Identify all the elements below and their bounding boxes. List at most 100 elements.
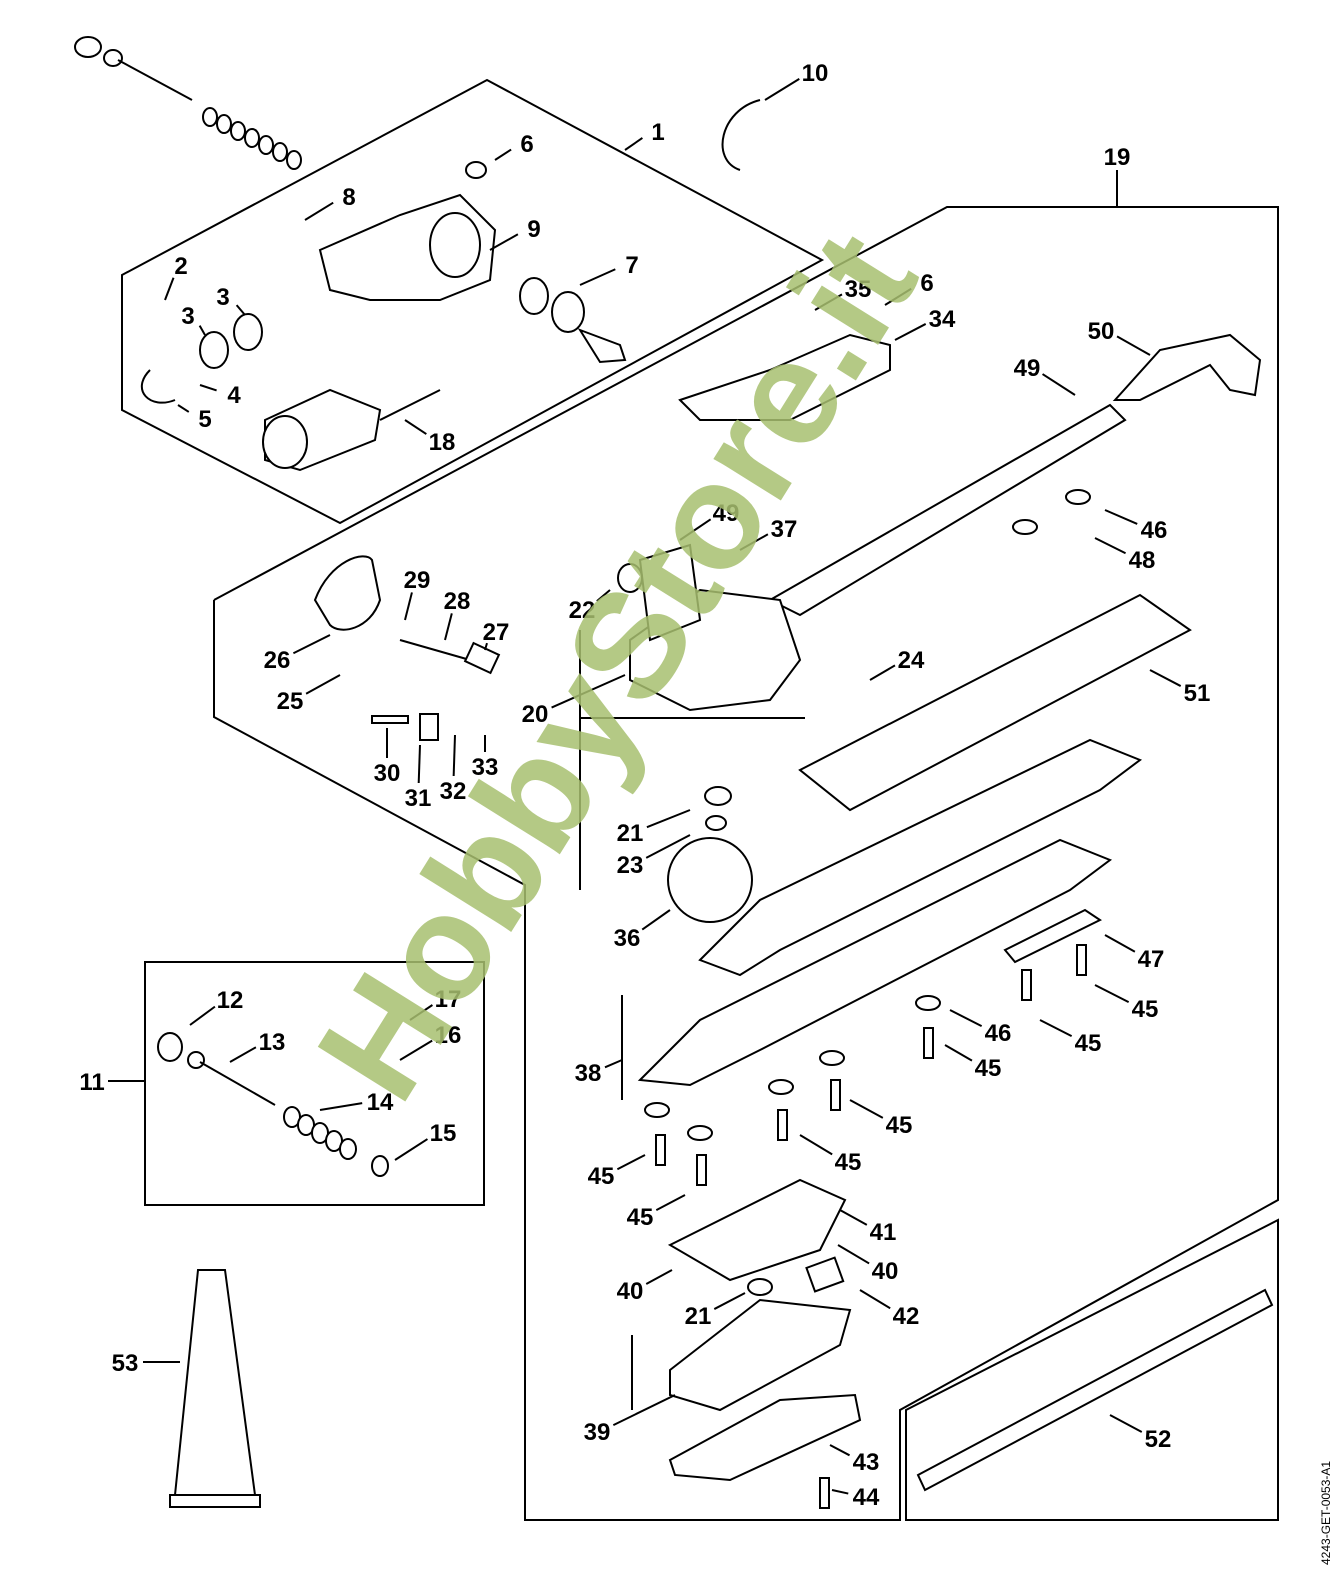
leader-line (624, 137, 643, 151)
leader-line (679, 518, 712, 541)
drawing-code: 4243-GET-0053-A1 (1319, 1461, 1333, 1565)
callout-21: 21 (685, 1303, 712, 1330)
leader-line (859, 1289, 891, 1310)
leader-line (305, 674, 341, 695)
callout-1: 1 (651, 119, 664, 146)
callout-49: 49 (713, 500, 740, 527)
cover-plate (668, 1393, 862, 1482)
callout-47: 47 (1138, 946, 1165, 973)
leader-line (494, 148, 512, 161)
callout-29: 29 (404, 567, 431, 594)
callout-20: 20 (522, 701, 549, 728)
leader-line (394, 1138, 428, 1161)
leader-line (1039, 1019, 1073, 1038)
leader-line (612, 1394, 676, 1427)
callout-52: 52 (1145, 1426, 1172, 1453)
leader-line (404, 592, 413, 621)
callout-36: 36 (614, 925, 641, 952)
frame-kit-11 (144, 961, 485, 1206)
callout-42: 42 (893, 1303, 920, 1330)
callout-28: 28 (444, 588, 471, 615)
leader-line (641, 909, 671, 931)
callout-49: 49 (1014, 355, 1041, 382)
callout-45: 45 (1132, 996, 1159, 1023)
frame-gear-head-1 (121, 78, 825, 525)
leader-line (839, 1209, 868, 1226)
callout-40: 40 (872, 1258, 899, 1285)
callout-25: 25 (277, 688, 304, 715)
leader-line (849, 1099, 884, 1119)
gasket (667, 1178, 847, 1282)
callout-15: 15 (430, 1120, 457, 1147)
callout-21: 21 (617, 820, 644, 847)
callout-27: 27 (483, 619, 510, 646)
callout-44: 44 (853, 1484, 880, 1511)
callout-45: 45 (975, 1055, 1002, 1082)
leader-line (1109, 1414, 1143, 1433)
leader-line (646, 809, 691, 829)
callout-35: 35 (845, 276, 872, 303)
leader-line (319, 1102, 363, 1111)
callout-40: 40 (617, 1278, 644, 1305)
grease-tube (173, 1269, 257, 1496)
leader-line (229, 1046, 257, 1063)
leader-line (1042, 373, 1076, 396)
leader-line (1094, 984, 1130, 1004)
leader-line (551, 674, 626, 709)
leader-line (1104, 934, 1136, 953)
callout-6: 6 (520, 131, 533, 158)
frame-hedge-trimmer-19 (213, 206, 1279, 1521)
leader-line (894, 323, 927, 341)
callout-50: 50 (1088, 318, 1115, 345)
callout-46: 46 (985, 1020, 1012, 1047)
callout-19: 19 (1104, 144, 1131, 171)
callout-14: 14 (367, 1089, 394, 1116)
washer-stack (202, 107, 302, 170)
callout-45: 45 (588, 1163, 615, 1190)
loop-handle (678, 333, 891, 421)
cutter-blade-upper (698, 738, 1143, 977)
callout-33: 33 (472, 754, 499, 781)
callout-18: 18 (429, 429, 456, 456)
leader-line (604, 1059, 623, 1069)
callout-5: 5 (198, 406, 211, 433)
callout-17: 17 (435, 986, 462, 1013)
callout-31: 31 (405, 785, 432, 812)
leader-line (164, 277, 175, 301)
leader-line (645, 1269, 673, 1285)
callout-45: 45 (1075, 1030, 1102, 1057)
leader-line (1094, 537, 1127, 555)
leader-line (837, 1244, 870, 1265)
callout-22: 22 (569, 597, 596, 624)
callout-45: 45 (627, 1204, 654, 1231)
callout-10: 10 (802, 60, 829, 87)
callout-45: 45 (886, 1112, 913, 1139)
callout-24: 24 (898, 647, 925, 674)
cutter-blade-lower (637, 838, 1113, 1087)
parts (74, 36, 1274, 1509)
leader-line (409, 1004, 433, 1021)
leader-line (489, 233, 519, 251)
leader-line (292, 634, 331, 655)
callout-48: 48 (1129, 547, 1156, 574)
callout-41: 41 (870, 1219, 897, 1246)
callout-51: 51 (1184, 680, 1211, 707)
callout-53: 53 (112, 1350, 139, 1377)
callout-46: 46 (1141, 517, 1168, 544)
leader-line (177, 404, 190, 413)
rear-handle (1112, 333, 1262, 401)
callout-12: 12 (217, 987, 244, 1014)
callout-26: 26 (264, 647, 291, 674)
callout-8: 8 (342, 184, 355, 211)
callout-16: 16 (435, 1022, 462, 1049)
leader-line (655, 1194, 686, 1211)
leader-line (616, 1154, 646, 1171)
assembly-frames (108, 78, 1279, 1521)
blade-guard (798, 593, 1192, 812)
callout-3: 3 (216, 284, 229, 311)
leader-line (235, 304, 246, 316)
leader-line (579, 268, 616, 286)
callout-11: 11 (79, 1069, 104, 1096)
